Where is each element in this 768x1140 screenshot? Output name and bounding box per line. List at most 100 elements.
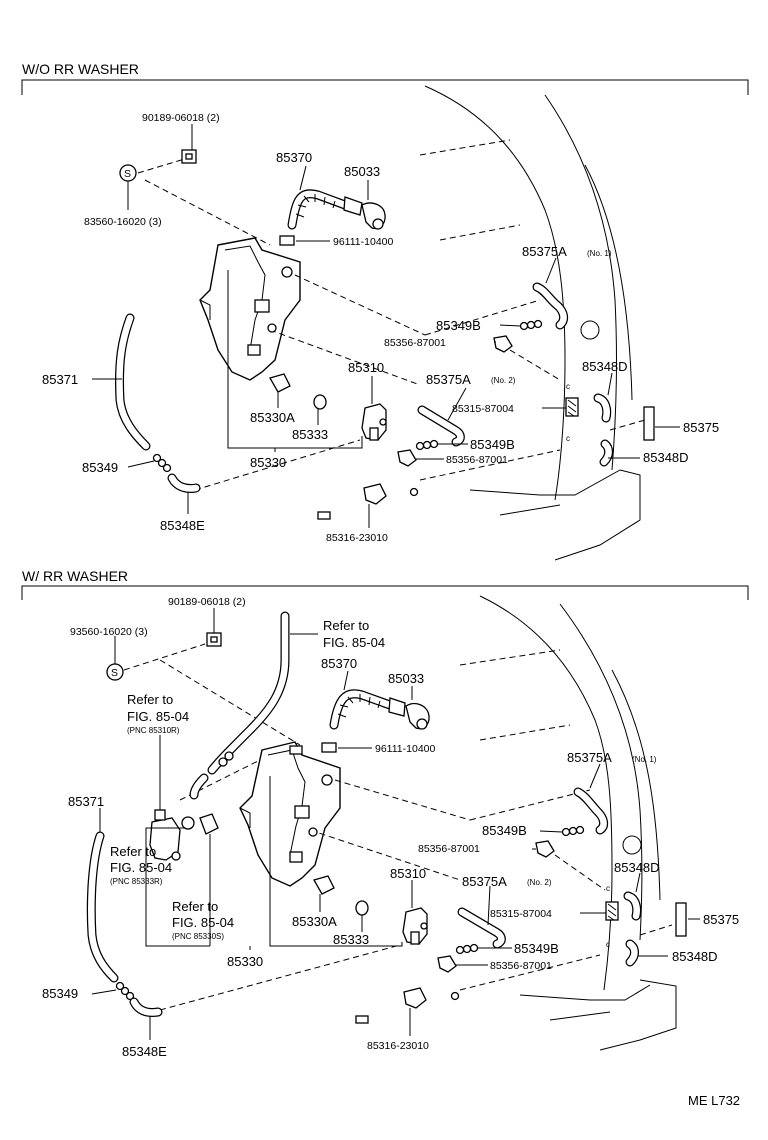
grommet-96111 <box>279 235 295 246</box>
label-85348E: 85348E <box>160 518 205 533</box>
label-clip-c-top: c <box>606 884 610 893</box>
filter-rear <box>199 813 219 835</box>
label-85315: 85315-87004 <box>452 403 514 415</box>
joint-85349 <box>152 453 172 473</box>
label-85375A-no1: 85375A <box>522 244 567 259</box>
label-85033: 85033 <box>388 671 424 686</box>
label-85375: 85375 <box>703 912 739 927</box>
elbow-85348D-top <box>593 393 612 423</box>
label-85333: 85333 <box>292 427 328 442</box>
clip-90189 <box>181 149 197 164</box>
clip-85315 <box>605 901 619 921</box>
label-85370: 85370 <box>321 656 357 671</box>
grommet-96111 <box>321 742 337 753</box>
label-85375A-no2-note: (No. 2) <box>527 878 552 887</box>
label-85033: 85033 <box>344 164 380 179</box>
label-85349B-top: 85349B <box>482 823 527 838</box>
label-85356-top: 85356-87001 <box>418 843 480 855</box>
inlet-hose <box>287 189 363 230</box>
label-refer-fig-1a: Refer to <box>323 618 369 633</box>
label-85348D-top: 85348D <box>582 359 628 374</box>
elbow-85348E <box>129 997 163 1017</box>
label-85310: 85310 <box>348 360 384 375</box>
section-bracket <box>21 585 749 600</box>
filter-85330A <box>313 875 335 895</box>
label-refer-fig-1b: FIG. 85-04 <box>323 635 385 650</box>
nozzle-85316 <box>317 483 419 520</box>
label-85375A-no2: 85375A <box>462 874 507 889</box>
label-90189: 90189-06018 (2) <box>142 112 220 124</box>
check-valve-85356-bottom <box>397 449 417 467</box>
section-title: W/ RR WASHER <box>22 568 128 584</box>
label-85348D-bottom: 85348D <box>643 450 689 465</box>
svg-text:S: S <box>111 667 118 679</box>
hose-85375A-no2 <box>417 405 465 447</box>
joint-85349B-top <box>519 319 543 331</box>
label-90189: 90189-06018 (2) <box>168 596 246 608</box>
label-85349: 85349 <box>82 460 118 475</box>
label-85316: 85316-23010 <box>367 1040 429 1052</box>
grommet-rear <box>181 816 195 830</box>
label-refer-fig-3b: FIG. 85-04 <box>110 860 172 875</box>
label-96111: 96111-10400 <box>333 236 393 248</box>
grommet-85333 <box>355 900 369 916</box>
label-85310: 85310 <box>390 866 426 881</box>
figure-code: ME L732 <box>688 1093 740 1108</box>
leader-lines <box>92 124 680 528</box>
label-refer-fig-3a: Refer to <box>110 844 156 859</box>
hose-85375A-no2 <box>457 907 506 949</box>
part-labels: 90189-06018 (2) 93560-16020 (3) Refer to… <box>42 596 739 1059</box>
dashed-leaders <box>123 643 673 1011</box>
section-without-rear-washer: W/O RR WASHER <box>21 61 749 561</box>
label-85315: 85315-87004 <box>490 908 552 920</box>
nozzle-85316 <box>355 987 460 1024</box>
vehicle-body-outline <box>424 85 641 561</box>
label-85356-top: 85356-87001 <box>384 337 446 349</box>
elbow-85348D-bottom <box>599 439 614 467</box>
label-96111: 96111-10400 <box>375 743 435 755</box>
tube-85375 <box>675 902 687 937</box>
pump-85310 <box>402 907 428 945</box>
label-85348E: 85348E <box>122 1044 167 1059</box>
section-with-rear-washer: W/ RR WASHER <box>21 568 749 1059</box>
cap-85033 <box>361 202 386 230</box>
label-85371: 85371 <box>68 794 104 809</box>
label-refer-fig-4c: (PNC 85330S) <box>172 932 224 941</box>
label-refer-fig-2a: Refer to <box>127 692 173 707</box>
label-refer-fig-3c: (PNC 85333R) <box>110 877 163 886</box>
label-refer-fig-4a: Refer to <box>172 899 218 914</box>
leader-lines <box>91 608 700 1040</box>
label-85330A: 85330A <box>250 410 295 425</box>
hose-85371 <box>86 831 119 983</box>
cap-85033 <box>405 702 430 730</box>
label-93560: 93560-16020 (3) <box>70 626 148 638</box>
label-85375A-no1: 85375A <box>567 750 612 765</box>
elbow-85348D-top <box>623 891 642 921</box>
label-85333: 85333 <box>333 932 369 947</box>
label-85356-bottom: 85356-87001 <box>446 454 508 466</box>
svg-text:S: S <box>124 168 131 180</box>
vehicle-body-outline <box>479 595 677 1051</box>
label-85349B-top: 85349B <box>436 318 481 333</box>
label-85375A-no2: 85375A <box>426 372 471 387</box>
label-refer-fig-2b: FIG. 85-04 <box>127 709 189 724</box>
inlet-hose <box>329 689 406 730</box>
label-85348D-bottom: 85348D <box>672 949 718 964</box>
label-refer-fig-2c: (PNC 85310R) <box>127 726 180 735</box>
grommet-85333 <box>313 394 327 410</box>
label-85316: 85316-23010 <box>326 532 388 544</box>
section-bracket <box>21 79 749 95</box>
label-85356-bottom: 85356-87001 <box>490 960 552 972</box>
rear-washer-hose <box>189 611 290 800</box>
label-85375A-no1-note: (No. 1) <box>587 249 612 258</box>
label-85375: 85375 <box>683 420 719 435</box>
label-85330: 85330 <box>227 954 263 969</box>
hose-85371 <box>115 313 151 451</box>
check-valve-85356-bottom <box>437 955 457 973</box>
hose-85375A-no1 <box>573 787 609 835</box>
joint-85349B-top <box>561 825 585 837</box>
part-labels: 90189-06018 (2) 83560-16020 (3) 85370 85… <box>42 112 719 544</box>
tube-85375 <box>643 406 655 441</box>
label-85371: 85371 <box>42 372 78 387</box>
elbow-85348E <box>167 473 201 493</box>
